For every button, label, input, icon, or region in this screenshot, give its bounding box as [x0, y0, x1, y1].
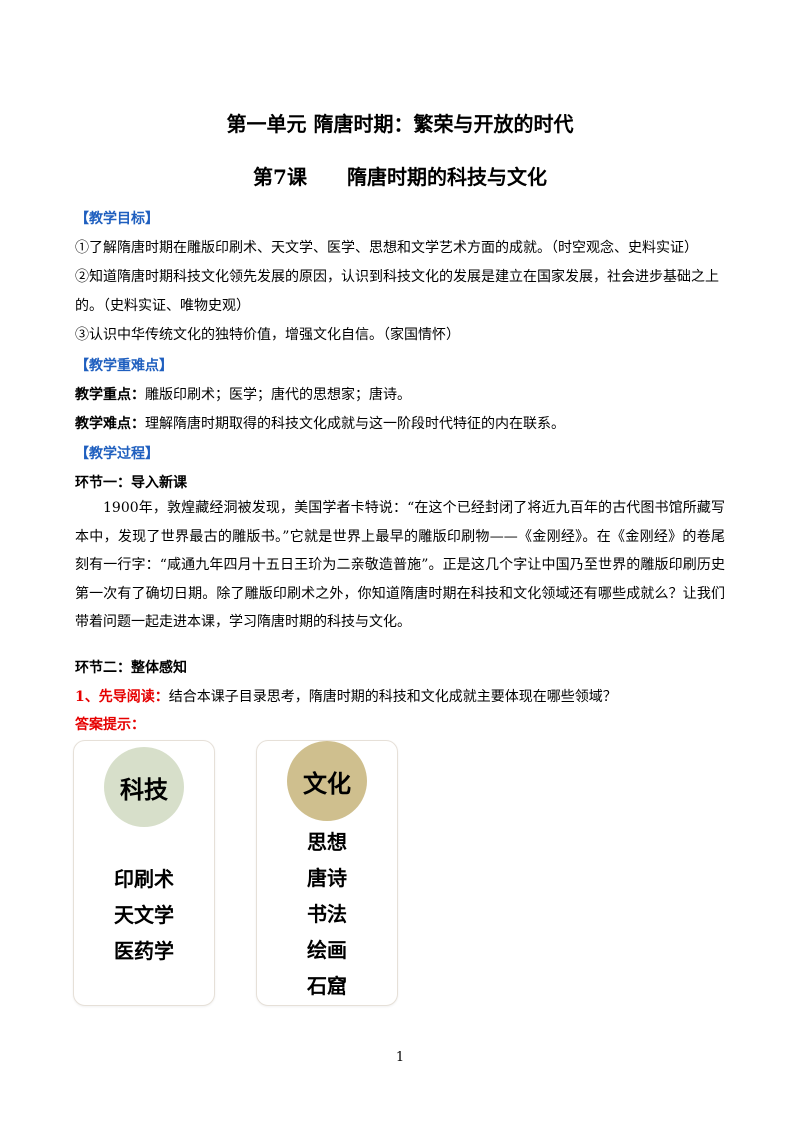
teaching-focus: 教学重点：雕版印刷术；医学；唐代的思想家；唐诗。: [75, 384, 411, 404]
key-points-heading: 【教学重难点】: [75, 358, 173, 374]
step1-title: 环节一：导入新课: [75, 475, 187, 491]
science-card: 科技 印刷术 天文学 医药学: [73, 740, 215, 1006]
culture-item: 石窟: [307, 974, 347, 998]
step2-title: 环节二：整体感知: [75, 660, 187, 676]
objective-3: ③认识中华传统文化的独特价值，增强文化自信。（家国情怀）: [75, 327, 460, 343]
culture-item: 绘画: [307, 938, 347, 962]
teaching-focus-label: 教学重点：: [75, 387, 145, 403]
culture-item: 思想: [307, 830, 347, 854]
culture-item: 唐诗: [307, 866, 347, 890]
objective-1: ①了解隋唐时期在雕版印刷术、天文学、医学、思想和文学艺术方面的成就。（时空观念、…: [75, 240, 698, 256]
reading-text: 结合本课子目录思考，隋唐时期的科技和文化成就主要体现在哪些领域？: [168, 689, 617, 705]
science-item: 医药学: [114, 939, 174, 963]
teaching-difficulty-label: 教学难点：: [75, 416, 145, 432]
page-number: 1: [395, 1050, 405, 1065]
teaching-focus-text: 雕版印刷术；医学；唐代的思想家；唐诗。: [145, 387, 411, 403]
objective-2-part1: ②知道隋唐时期科技文化领先发展的原因，认识到科技文化的发展是建立在国家发展，社会…: [75, 269, 719, 285]
lesson-title: 第7课 隋唐时期的科技与文化: [253, 165, 547, 189]
reading-prompt: 1、先导阅读：结合本课子目录思考，隋唐时期的科技和文化成就主要体现在哪些领域？: [75, 686, 617, 706]
science-item: 印刷术: [114, 867, 174, 891]
science-circle: 科技: [104, 747, 184, 827]
intro-paragraph: 1900年，敦煌藏经洞被发现，美国学者卡特说：“在这个已经封闭了将近九百年的古代…: [75, 500, 725, 630]
science-item: 天文学: [114, 903, 174, 927]
teaching-difficulty-text: 理解隋唐时期取得的科技文化成就与这一阶段时代特征的内在联系。: [145, 416, 565, 432]
culture-circle: 文化: [287, 741, 367, 821]
reading-label: 1、先导阅读：: [75, 689, 169, 705]
teaching-difficulty: 教学难点：理解隋唐时期取得的科技文化成就与这一阶段时代特征的内在联系。: [75, 413, 565, 433]
objective-2-part2: 的。（史料实证、唯物史观）: [75, 298, 250, 314]
culture-card: 文化 思想 唐诗 书法 绘画 石窟: [256, 740, 398, 1006]
objectives-heading: 【教学目标】: [75, 211, 159, 227]
unit-title: 第一单元 隋唐时期：繁荣与开放的时代: [226, 112, 574, 136]
process-heading: 【教学过程】: [75, 446, 159, 462]
answer-hint-label: 答案提示：: [75, 717, 145, 733]
culture-item: 书法: [307, 902, 347, 926]
